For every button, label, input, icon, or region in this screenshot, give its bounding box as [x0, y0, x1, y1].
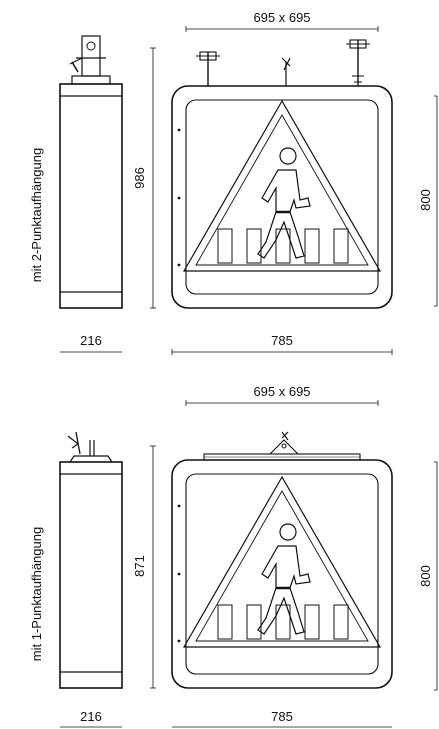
bottom-side-view: [59, 431, 123, 689]
top-side-label: mit 2-Punktaufhängung: [29, 148, 44, 282]
bottom-front-view: [171, 431, 393, 689]
top-height-total-label: 986: [132, 167, 147, 189]
top-side-view: [59, 35, 123, 309]
top-width-label: 785: [271, 333, 293, 348]
top-dimension-lines: [60, 26, 438, 355]
top-front-view: [171, 39, 393, 309]
bottom-height-sign-label: 800: [418, 565, 433, 587]
bottom-side-label: mit 1-Punktaufhängung: [29, 527, 44, 661]
bottom-dimension-lines: [60, 400, 438, 728]
bottom-height-total-label: 871: [132, 555, 147, 577]
bottom-width-label: 785: [271, 709, 293, 724]
top-depth-label: 216: [80, 333, 102, 348]
bottom-panel-size-label: 695 x 695: [253, 384, 310, 399]
top-height-sign-label: 800: [418, 189, 433, 211]
top-panel-size-label: 695 x 695: [253, 10, 310, 25]
bottom-depth-label: 216: [80, 709, 102, 724]
